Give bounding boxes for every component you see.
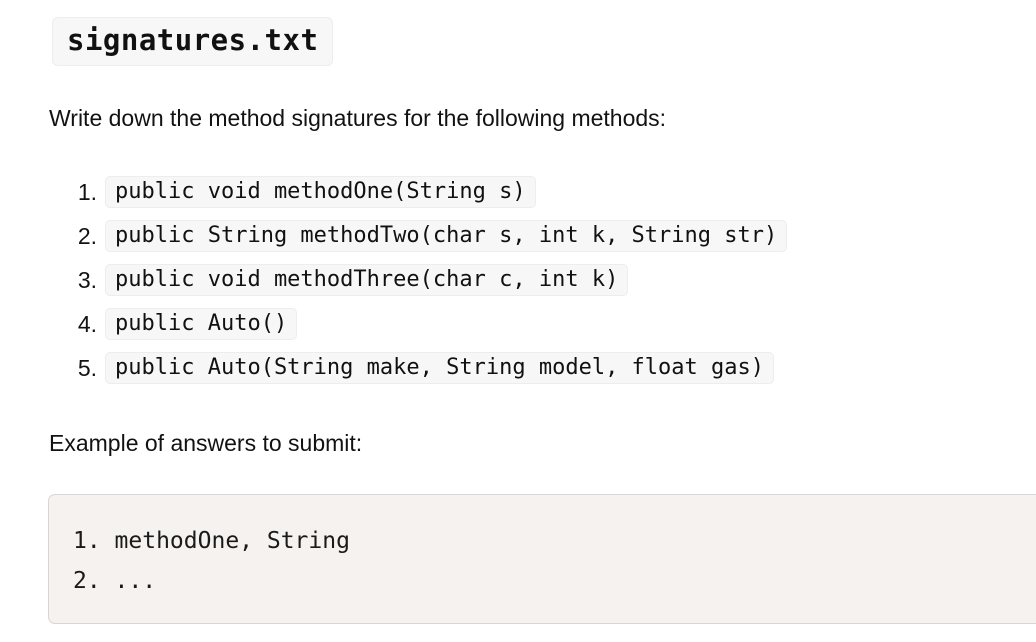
list-item: 5. public Auto(String make, String model… [49, 352, 1029, 384]
list-item: 2. public String methodTwo(char s, int k… [49, 220, 1029, 252]
method-signature-code: public void methodOne(String s) [105, 176, 536, 208]
method-signature-code: public String methodTwo(char s, int k, S… [105, 220, 788, 252]
answer-example-block: 1. methodOne, String 2. ... [48, 494, 1036, 624]
list-item: 3. public void methodThree(char c, int k… [49, 264, 1029, 296]
list-item-marker: 2. [77, 222, 97, 249]
method-signature-code: public Auto(String make, String model, f… [105, 352, 775, 384]
answer-example-line: 1. methodOne, String [73, 528, 350, 554]
intro-paragraph: Write down the method signatures for the… [49, 105, 667, 131]
list-item: 4. public Auto() [49, 308, 1029, 340]
list-item-marker: 4. [77, 310, 97, 337]
answer-example-line: 2. ... [73, 568, 157, 594]
list-item-marker: 1. [77, 178, 97, 205]
method-signature-code: public void methodThree(char c, int k) [105, 264, 629, 296]
signature-list: 1. public void methodOne(String s) 2. pu… [49, 176, 1029, 396]
list-item-marker: 5. [77, 354, 97, 381]
list-item: 1. public void methodOne(String s) [49, 176, 1029, 208]
method-signature-code: public Auto() [105, 308, 298, 340]
file-title: signatures.txt [52, 17, 334, 67]
list-item-marker: 3. [77, 266, 97, 293]
example-label: Example of answers to submit: [49, 430, 363, 456]
